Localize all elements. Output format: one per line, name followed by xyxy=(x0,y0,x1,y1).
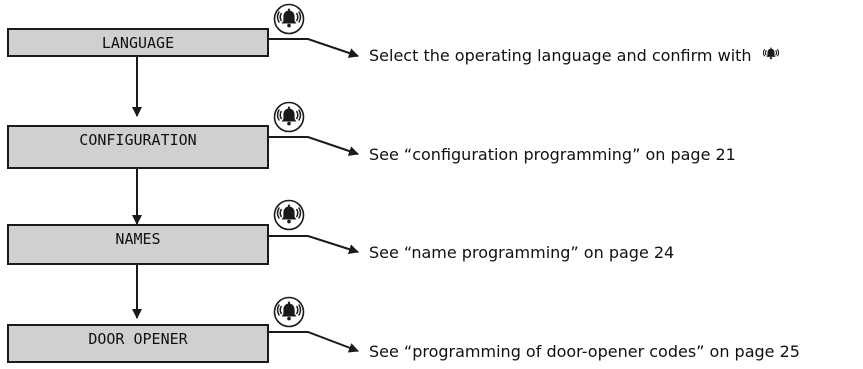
menu-label-names: NAMES xyxy=(115,230,161,248)
menu-box-names[interactable]: NAMES xyxy=(7,224,269,265)
description-door-opener: See “programming of door-opener codes” o… xyxy=(369,342,800,361)
bell-icon xyxy=(762,47,779,60)
confirm-arrow-1 xyxy=(268,38,359,58)
menu-box-configuration[interactable]: CONFIGURATION xyxy=(7,125,269,169)
bell-icon xyxy=(273,296,305,328)
description-language: Select the operating language and confir… xyxy=(369,44,781,65)
bell-icon xyxy=(273,101,305,133)
menu-label-door-opener: DOOR OPENER xyxy=(88,330,188,348)
description-names: See “name programming” on page 24 xyxy=(369,243,674,262)
menu-label-configuration: CONFIGURATION xyxy=(79,131,197,149)
bell-icon xyxy=(273,3,305,35)
description-configuration-text: See “configuration programming” on page … xyxy=(369,145,736,164)
bell-icon xyxy=(273,199,305,231)
description-language-text: Select the operating language and confir… xyxy=(369,46,752,65)
confirm-arrow-4 xyxy=(268,331,359,353)
description-configuration: See “configuration programming” on page … xyxy=(369,145,736,164)
menu-box-door-opener[interactable]: DOOR OPENER xyxy=(7,324,269,363)
description-door-opener-text: See “programming of door-opener codes” o… xyxy=(369,342,800,361)
confirm-arrow-2 xyxy=(268,136,359,156)
menu-box-language[interactable]: LANGUAGE xyxy=(7,28,269,57)
description-names-text: See “name programming” on page 24 xyxy=(369,243,675,262)
menu-label-language: LANGUAGE xyxy=(101,34,175,52)
confirm-arrow-3 xyxy=(268,235,359,255)
